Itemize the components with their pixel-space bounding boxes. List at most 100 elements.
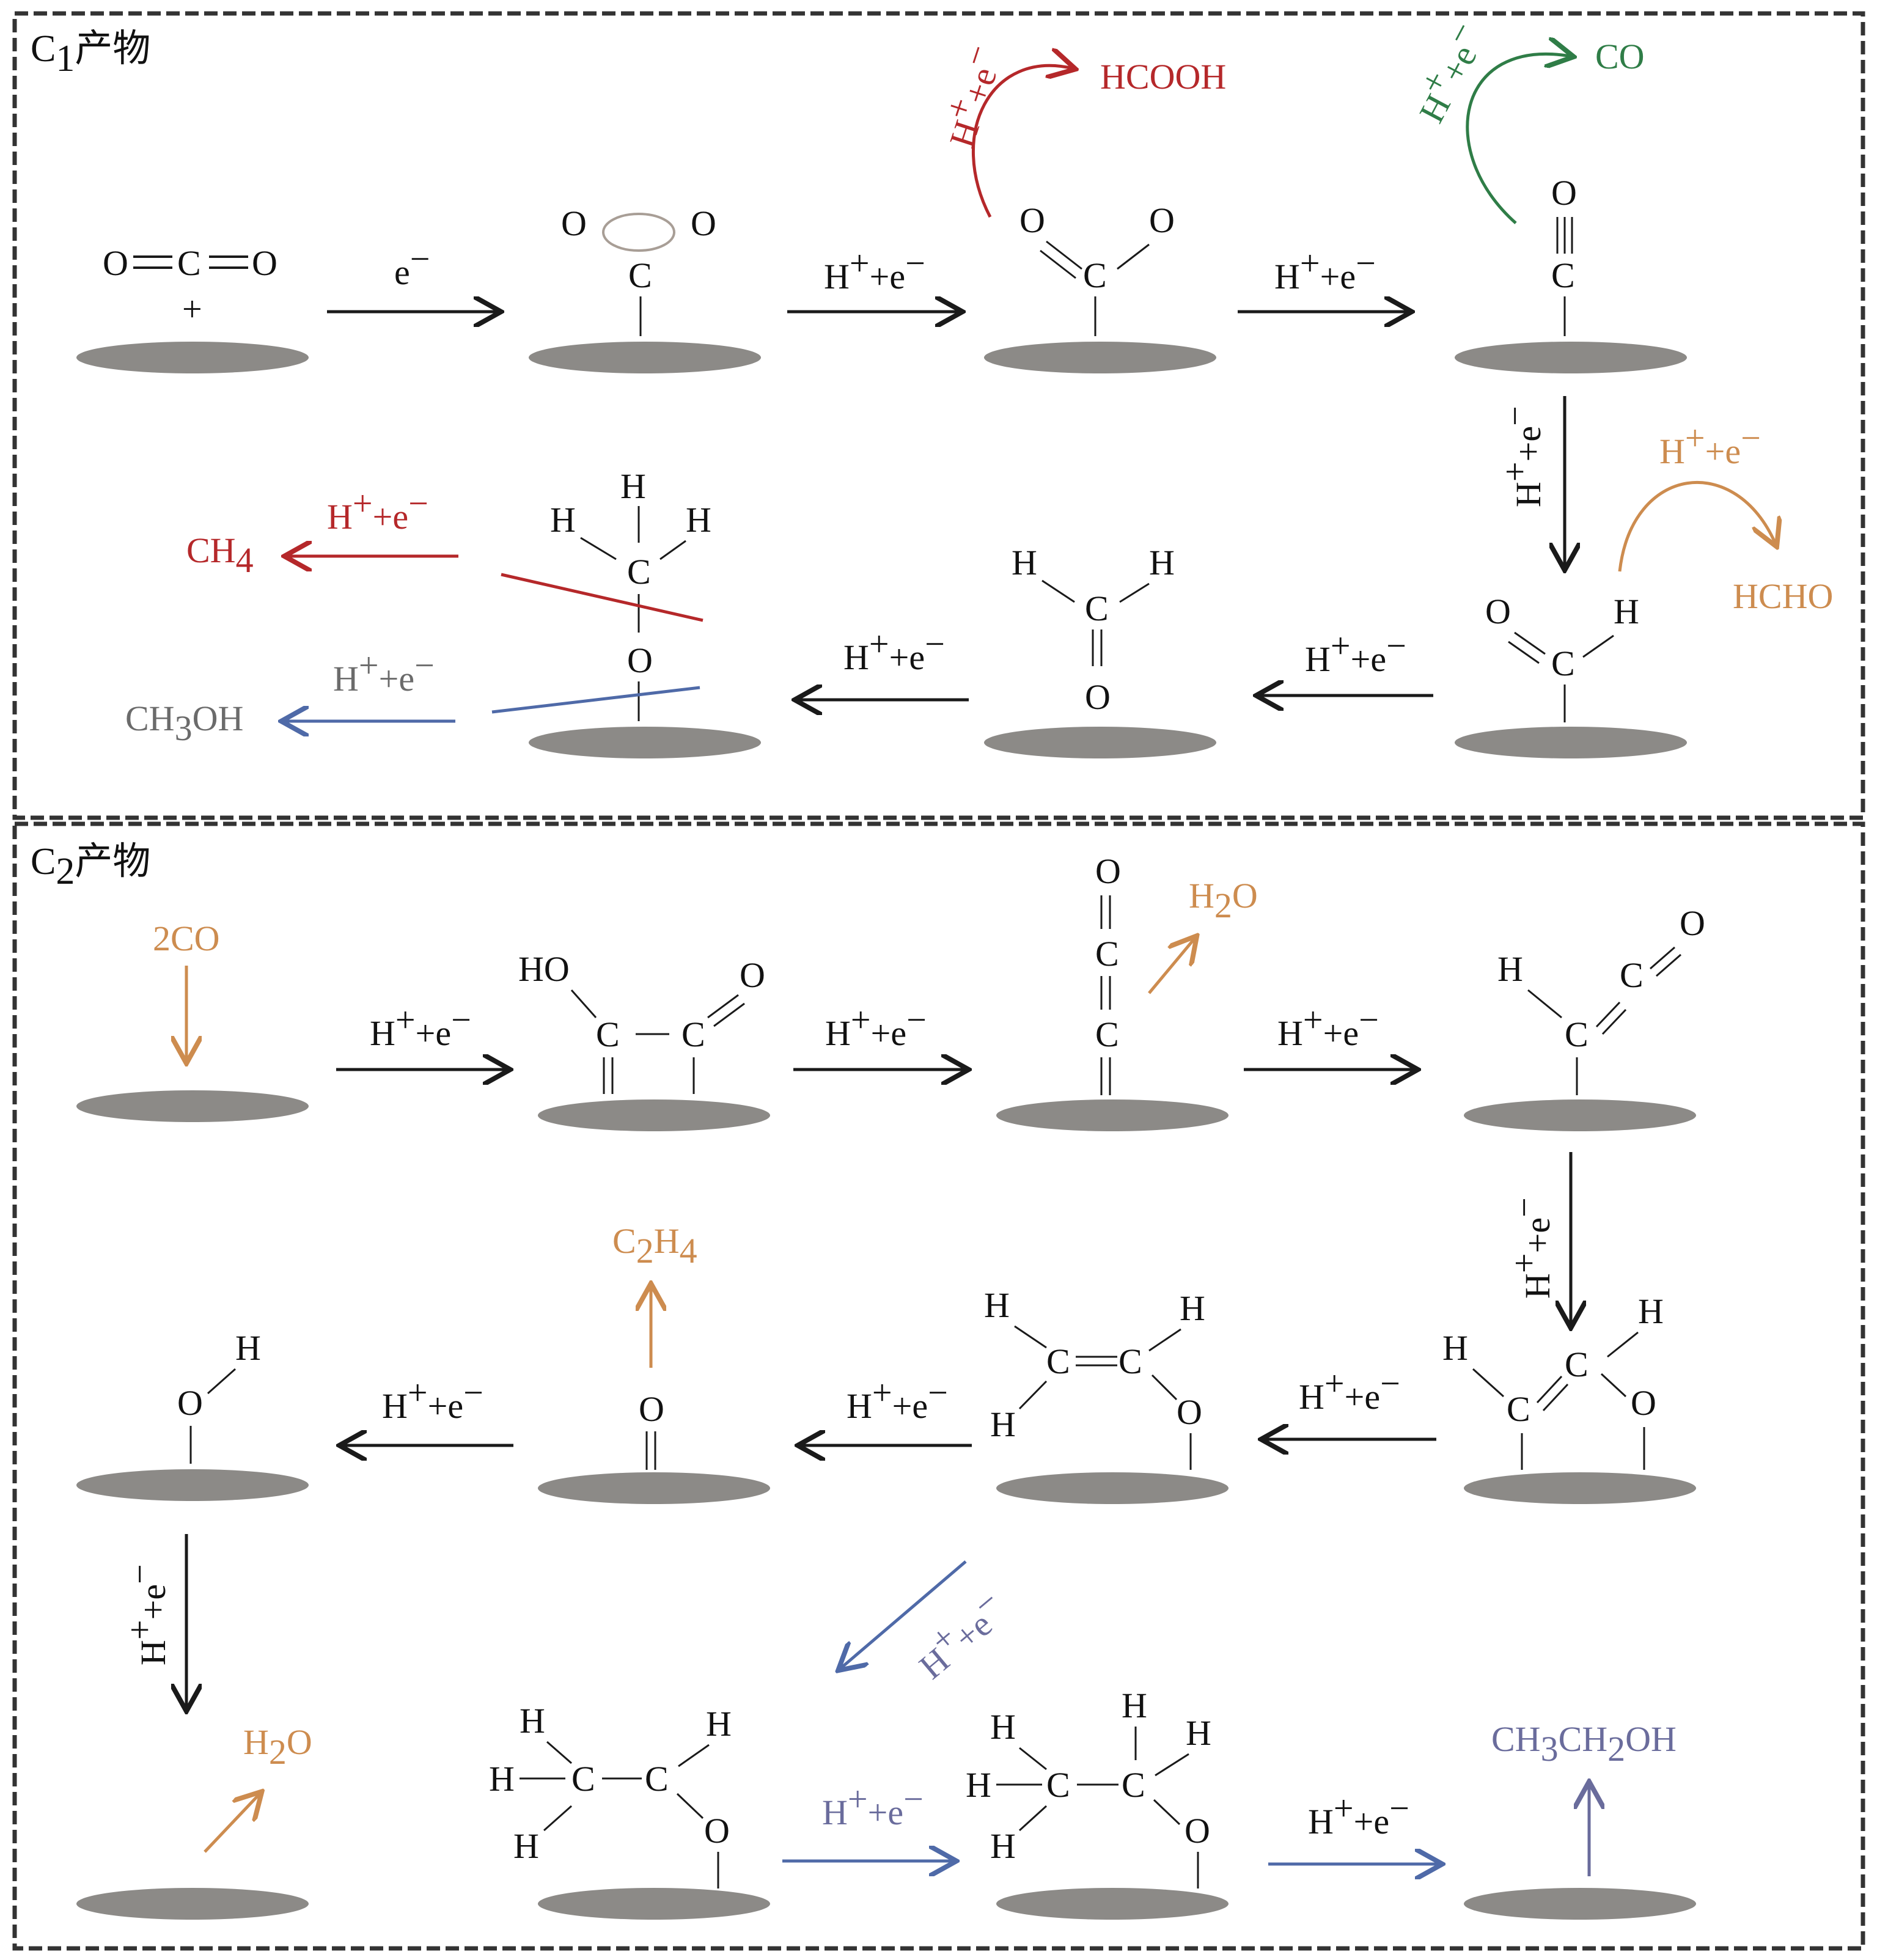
c1-panel-frame <box>12 11 1865 820</box>
h2ccho-c2: C <box>1118 1342 1142 1381</box>
cco-o: O <box>1095 851 1121 891</box>
surface-c2-11 <box>996 1888 1229 1920</box>
c2-panel-frame <box>12 821 1865 1951</box>
product-c2h4: C2H4 <box>612 1221 697 1271</box>
cohco-o-dbl-b <box>713 1002 745 1027</box>
arrow-h2o-release-2 <box>204 1794 260 1853</box>
ch3ch2o-h-tl: H <box>990 1707 1016 1747</box>
hcco-c2: C <box>1620 955 1644 995</box>
cohco-o-dbl-a <box>707 994 739 1019</box>
surface-c2-6 <box>538 1472 770 1504</box>
label-h-e-ch3oh: H++e− <box>333 645 435 699</box>
product-co: CO <box>1595 37 1645 76</box>
label-h-e-c2-1: H++e− <box>370 1000 471 1053</box>
surface-c1-5 <box>529 727 761 758</box>
h2ccho-h-tl: H <box>984 1285 1010 1325</box>
label-h-e-c2-3: H++e− <box>1277 1000 1379 1053</box>
cleave-line-ch4 <box>501 573 703 622</box>
ch3o-c: C <box>627 552 651 592</box>
product-hcooh: HCOOH <box>1100 57 1226 97</box>
h2ccho-htr-bond <box>1148 1328 1181 1352</box>
label-h-e-c2-10: H++e− <box>1308 1788 1409 1841</box>
co2-o-right: O <box>252 243 277 283</box>
cooh-c: C <box>1083 255 1107 295</box>
label-h-e-hcho: H++e− <box>1659 418 1761 471</box>
ch3o-o: O <box>627 640 653 680</box>
co-adsorbed: O C <box>1551 173 1577 336</box>
product-h2o-1: H2O <box>1189 876 1258 925</box>
label-h-e-c2-8: H++e− <box>120 1564 173 1665</box>
surface-c2-4 <box>1464 1099 1696 1131</box>
label-h-e-c1-2: H++e− <box>824 243 925 296</box>
cco-c-top: C <box>1095 934 1119 974</box>
label-h-e-ch4: H++e− <box>327 483 428 537</box>
ch3cho-hb-bond <box>543 1805 572 1832</box>
surface-c1-3 <box>984 342 1216 373</box>
cohco-o: O <box>740 955 765 995</box>
ch3ch2o-h-l: H <box>966 1765 991 1805</box>
cooh-dbl-b <box>1040 249 1076 279</box>
hccho-c1: C <box>1507 1389 1530 1429</box>
h2co-c: C <box>1085 589 1109 628</box>
product-h2o-2: H2O <box>243 1722 312 1772</box>
label-e-minus: e− <box>394 239 430 292</box>
cooh-o2: O <box>1149 200 1175 240</box>
h2co-hr-bond <box>1119 582 1150 603</box>
hccho-cc-dbl-a <box>1536 1375 1563 1404</box>
ch3cho-hr-bond <box>678 1744 710 1767</box>
arrow-to-hcho <box>1618 481 1776 572</box>
cho-h-bond <box>1582 634 1614 658</box>
cho-dbl-b <box>1508 640 1540 664</box>
cohco-c2: C <box>681 1015 705 1054</box>
c1-panel-title: C1产物 <box>31 28 150 79</box>
h2ccho-c1: C <box>1046 1342 1070 1381</box>
label-h-e-c2-branch: H++e− <box>903 1581 1015 1687</box>
co2-c: C <box>177 243 201 283</box>
cho-h: H <box>1614 592 1639 631</box>
ch3o-h-top: H <box>620 466 646 506</box>
ohads-o: O <box>177 1383 203 1423</box>
cco-adsorbed: O C C <box>1095 851 1121 1095</box>
surface-c2-7 <box>996 1472 1229 1504</box>
ch3ch2o-adsorbed: H H H H H C C O <box>966 1686 1211 1888</box>
surface-c1-1 <box>76 342 309 373</box>
hcco-cc-dbl-b <box>1601 1008 1627 1035</box>
ch3ch2o-htl-bond <box>1019 1747 1047 1771</box>
co2a-o-left: O <box>561 204 587 243</box>
h2ccho-h-tr: H <box>1180 1288 1205 1328</box>
ch3o-adsorbed: H H H C O <box>491 466 711 721</box>
reactant-2co: 2CO <box>153 919 220 958</box>
hccho-h-left: H <box>1442 1328 1468 1368</box>
plus-sign: + <box>182 289 202 329</box>
hcco-adsorbed: H C C O <box>1497 903 1705 1095</box>
label-h-e-c1-6: H++e− <box>843 624 945 677</box>
ch3o-hl-bond <box>580 537 617 560</box>
ch3ch2o-hr-bond <box>1155 1753 1189 1777</box>
ch3cho-h-right: H <box>706 1704 732 1744</box>
cohco-ho: HO <box>518 949 570 989</box>
ch3ch2o-c2: C <box>1122 1765 1145 1805</box>
cleave-line-ch3oh <box>491 686 700 714</box>
ch3cho-c2: C <box>645 1759 669 1799</box>
cco-c-bottom: C <box>1095 1015 1119 1054</box>
ch3cho-co-bond <box>676 1793 704 1819</box>
hccho-o: O <box>1631 1383 1656 1423</box>
hcco-h: H <box>1497 949 1523 989</box>
product-ch4: CH4 <box>186 530 254 580</box>
label-h-e-c1-3: H++e− <box>1274 243 1376 296</box>
label-h-e-c1-5: H++e− <box>1305 626 1406 679</box>
o-adsorbed: O <box>639 1389 664 1470</box>
h2ccho-hbl-bond <box>1018 1380 1048 1410</box>
ch3o-h-left: H <box>550 500 576 540</box>
label-h-e-c2-6: H++e− <box>847 1373 948 1426</box>
hcco-c1: C <box>1565 1015 1589 1054</box>
h2co-h-left: H <box>1012 543 1037 582</box>
c2-panel-title: C2产物 <box>31 841 150 892</box>
label-h-e-co: H++e− <box>1400 15 1494 129</box>
ch3ch2o-c1: C <box>1046 1765 1070 1805</box>
label-h-e-c2-7: H++e− <box>382 1373 483 1426</box>
surface-c2-5 <box>76 1469 309 1501</box>
ch3ch2o-h-top: H <box>1122 1686 1147 1725</box>
co-c: C <box>1551 255 1575 295</box>
